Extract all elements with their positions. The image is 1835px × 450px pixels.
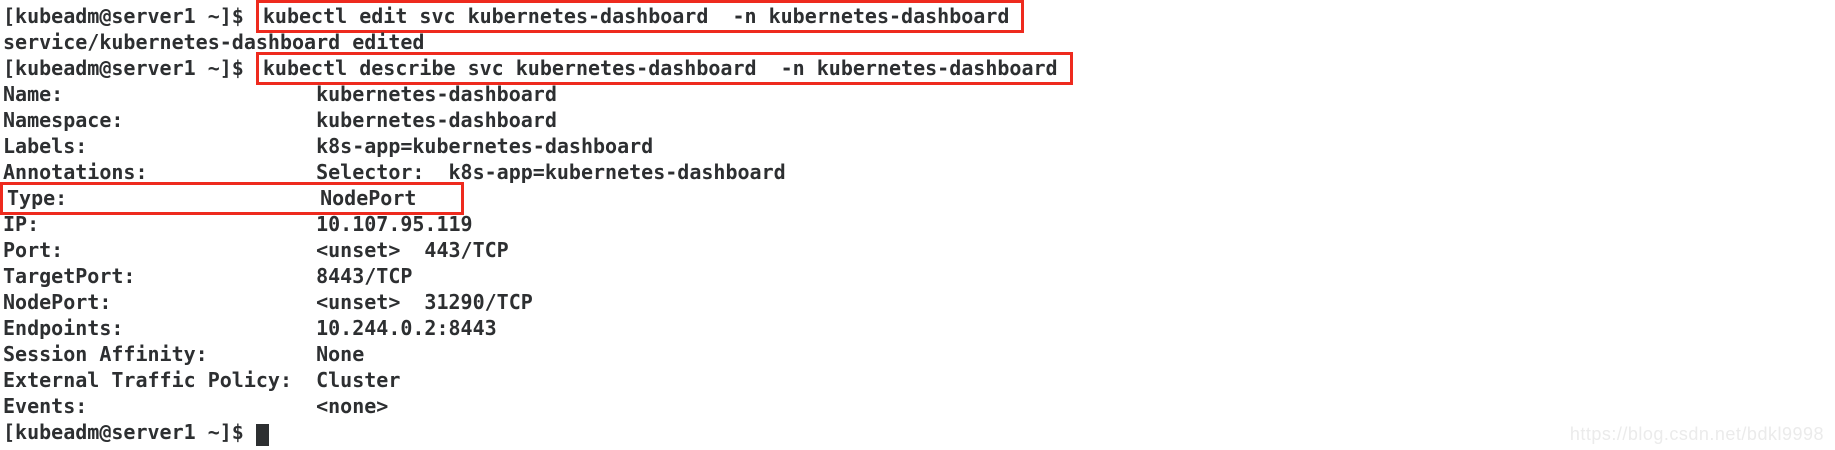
describe-port-text: Port: <unset> 443/TCP: [3, 238, 509, 262]
describe-name-text: Name: kubernetes-dashboard: [3, 82, 557, 106]
describe-row-events: Events: <none>: [3, 393, 1835, 419]
highlight-box-edit-command: kubectl edit svc kubernetes-dashboard -n…: [255, 0, 1025, 33]
terminal-line-describe-command: [kubeadm@server1 ~]$ kubectl describe sv…: [3, 52, 1835, 85]
highlight-box-describe-command: kubectl describe svc kubernetes-dashboar…: [255, 52, 1073, 85]
describe-endpoints-text: Endpoints: 10.244.0.2:8443: [3, 316, 497, 340]
describe-row-ip: IP: 10.107.95.119: [3, 211, 1835, 237]
describe-row-namespace: Namespace: kubernetes-dashboard: [3, 107, 1835, 133]
terminal-line-new-prompt: [kubeadm@server1 ~]$: [3, 419, 1835, 446]
describe-command-text: kubectl describe svc kubernetes-dashboar…: [262, 56, 1058, 80]
describe-row-name: Name: kubernetes-dashboard: [3, 81, 1835, 107]
csdn-watermark: https://blog.csdn.net/bdkl9998: [1569, 424, 1824, 444]
describe-row-labels: Labels: k8s-app=kubernetes-dashboard: [3, 133, 1835, 159]
describe-targetport-text: TargetPort: 8443/TCP: [3, 264, 413, 288]
terminal-line-edit-output: service/kubernetes-dashboard edited: [3, 29, 1835, 55]
shell-prompt: [kubeadm@server1 ~]$: [3, 56, 256, 80]
edit-output-text: service/kubernetes-dashboard edited: [3, 30, 425, 54]
shell-prompt: [kubeadm@server1 ~]$: [3, 4, 256, 28]
describe-row-type: Type: NodePort: [0, 182, 1835, 215]
describe-labels-text: Labels: k8s-app=kubernetes-dashboard: [3, 134, 654, 158]
describe-annotations-text: Annotations: Selector: k8s-app=kubernete…: [3, 160, 786, 184]
shell-prompt: [kubeadm@server1 ~]$: [3, 420, 256, 444]
describe-namespace-text: Namespace: kubernetes-dashboard: [3, 108, 557, 132]
describe-session-affinity-text: Session Affinity: None: [3, 342, 365, 366]
describe-row-targetport: TargetPort: 8443/TCP: [3, 263, 1835, 289]
describe-ip-text: IP: 10.107.95.119: [3, 212, 473, 236]
describe-nodeport-text: NodePort: <unset> 31290/TCP: [3, 290, 533, 314]
terminal-cursor[interactable]: [255, 424, 269, 446]
describe-row-nodeport: NodePort: <unset> 31290/TCP: [3, 289, 1835, 315]
edit-command-text: kubectl edit svc kubernetes-dashboard -n…: [262, 4, 1010, 28]
describe-row-endpoints: Endpoints: 10.244.0.2:8443: [3, 315, 1835, 341]
describe-row-annotations: Annotations: Selector: k8s-app=kubernete…: [3, 159, 1835, 185]
describe-external-traffic-policy-text: External Traffic Policy: Cluster: [3, 368, 401, 392]
describe-row-session-affinity: Session Affinity: None: [3, 341, 1835, 367]
describe-events-text: Events: <none>: [3, 394, 389, 418]
describe-row-external-traffic-policy: External Traffic Policy: Cluster: [3, 367, 1835, 393]
describe-row-port: Port: <unset> 443/TCP: [3, 237, 1835, 263]
describe-type-text: Type: NodePort: [7, 186, 417, 210]
terminal-line-edit-command: [kubeadm@server1 ~]$ kubectl edit svc ku…: [3, 0, 1835, 33]
highlight-box-type-nodeport: Type: NodePort: [0, 182, 465, 215]
